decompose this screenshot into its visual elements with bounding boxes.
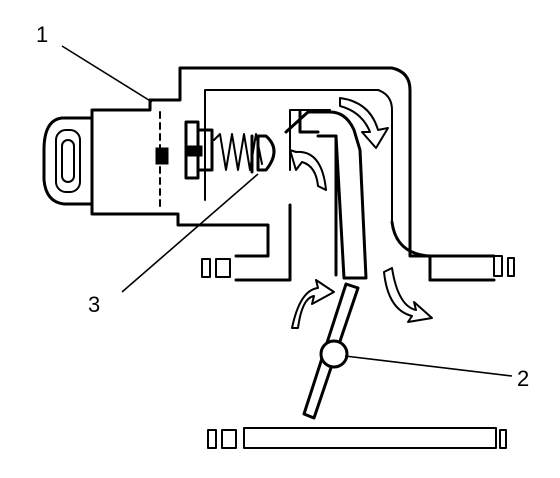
housing-cap <box>42 116 169 206</box>
flow-arrow-valve <box>289 149 327 191</box>
flow-arrow-top <box>339 97 389 149</box>
leader-line-1 <box>61 45 153 103</box>
leader-line-2 <box>344 355 513 377</box>
thermostat-housing <box>90 66 496 282</box>
flow-arrow-outlet <box>383 267 433 323</box>
thermostat-valve <box>184 120 276 180</box>
bypass-ball <box>319 339 349 369</box>
pipe-segments <box>201 255 515 449</box>
callout-label-3: 3 <box>88 292 101 317</box>
bypass-rod <box>302 282 360 420</box>
callout-label-1: 1 <box>36 22 49 47</box>
callout-label-2: 2 <box>517 366 530 391</box>
flow-arrow-inlet <box>291 279 335 329</box>
leader-lines <box>61 45 513 377</box>
leader-line-3 <box>121 173 259 293</box>
inlet-tube <box>284 109 368 280</box>
flow-arrows <box>289 97 433 329</box>
